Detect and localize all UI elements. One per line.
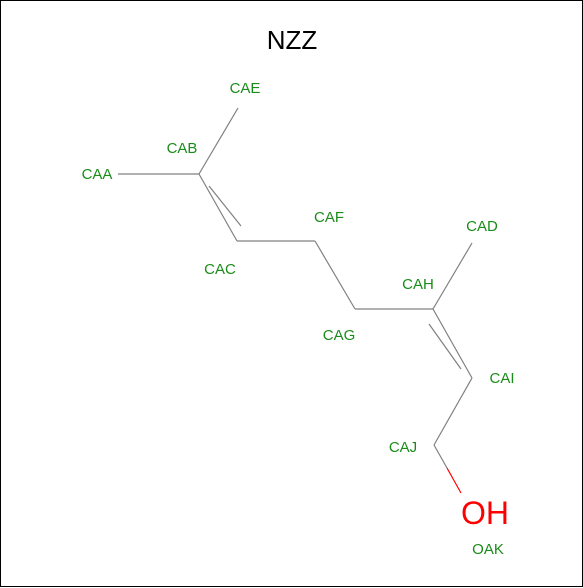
bond-caj-oak-carbon-half <box>433 444 448 469</box>
bond-cab-cac <box>198 173 238 242</box>
atom-label-cah: CAH <box>402 276 434 293</box>
atom-label-cae: CAE <box>230 80 261 97</box>
bond-cah-cai <box>432 308 473 379</box>
atom-label-cad: CAD <box>466 218 498 235</box>
atom-label-cai: CAI <box>489 370 514 387</box>
bond-cai-caj <box>433 377 473 446</box>
bond-cah-cad <box>432 242 473 310</box>
atom-label-caa: CAA <box>82 166 113 183</box>
bond-cab-cac-double <box>208 185 242 227</box>
bond-cah-cai-double <box>428 323 462 370</box>
atom-label-layer: CAA CAB CAC CAD CAE CAF CAG CAH CAI CAJ … <box>82 80 515 558</box>
bond-cab-cae <box>198 107 239 175</box>
atom-label-cab: CAB <box>167 140 198 157</box>
bond-layer <box>118 107 473 494</box>
bond-caf-cag <box>314 240 356 310</box>
atom-label-oak: OAK <box>472 541 504 558</box>
bond-caj-oak-oxygen-half <box>446 467 462 494</box>
molecule-title: NZZ <box>267 25 318 55</box>
atom-label-caf: CAF <box>314 209 344 226</box>
atom-label-cac: CAC <box>204 261 236 278</box>
atom-label-caj: CAJ <box>389 439 417 456</box>
atom-label-cag: CAG <box>323 327 356 344</box>
oxygen-element-label: OH <box>461 495 509 531</box>
